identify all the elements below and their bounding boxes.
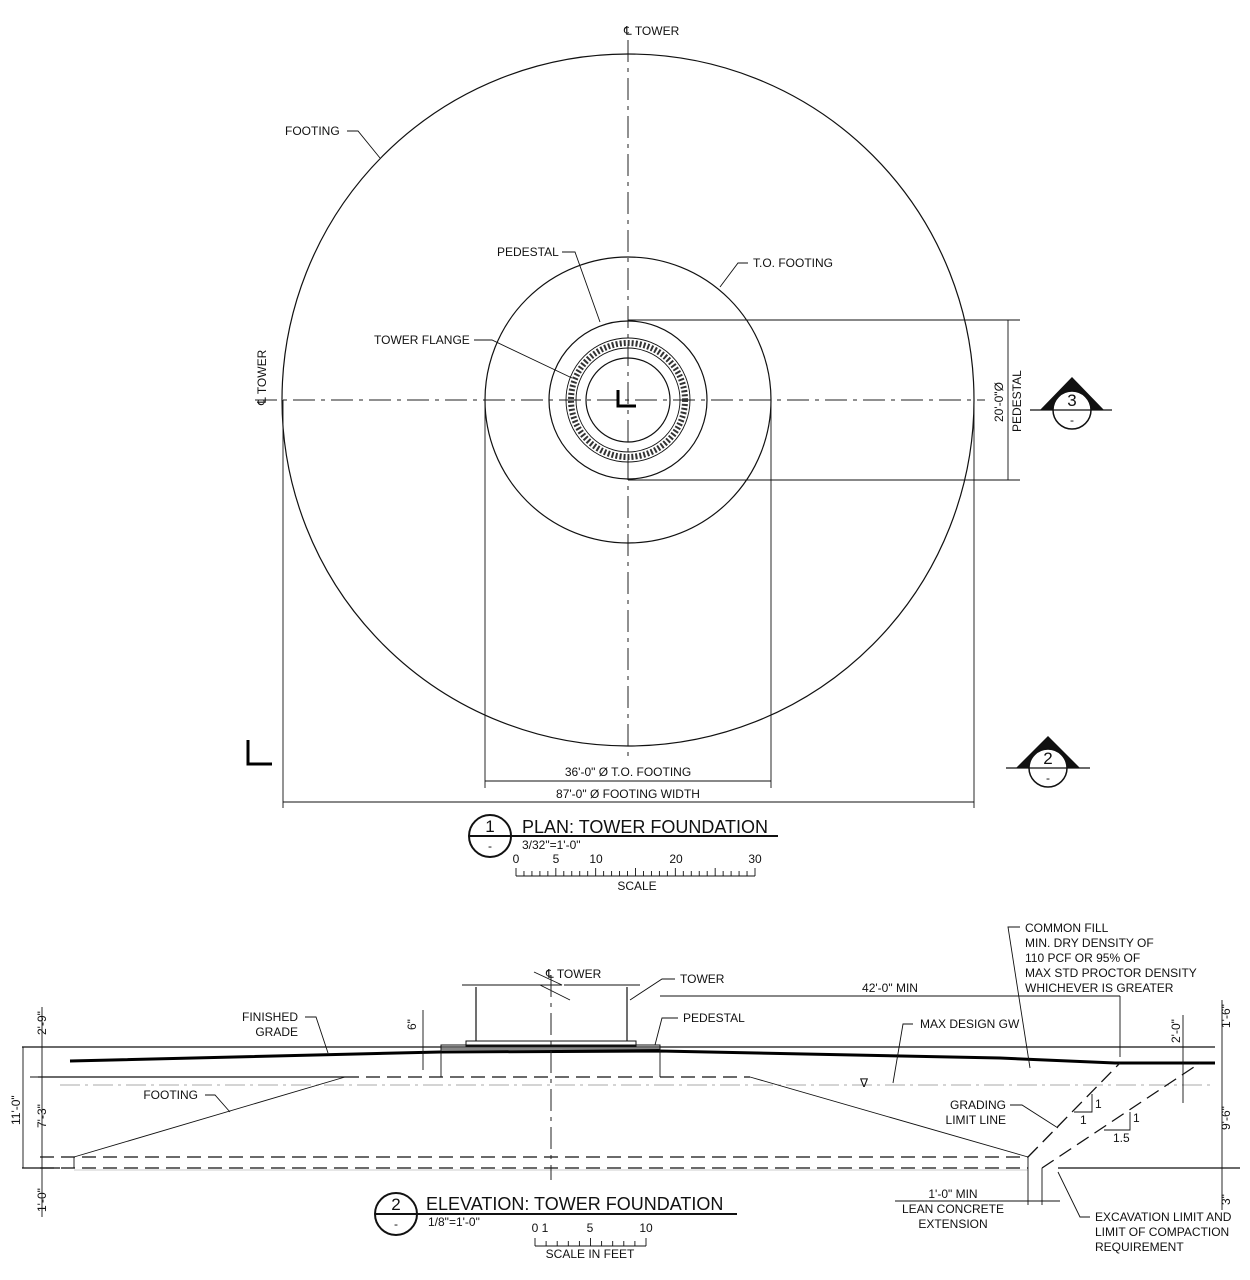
tower-flange-label: TOWER FLANGE	[374, 333, 470, 347]
svg-text:1.5: 1.5	[1113, 1131, 1130, 1145]
to-footing-leader	[719, 262, 748, 288]
svg-text:1: 1	[1080, 1113, 1087, 1127]
pedestal-dim-label: PEDESTAL	[1010, 370, 1024, 432]
svg-text:GRADE: GRADE	[255, 1025, 298, 1039]
svg-text:1: 1	[1095, 1097, 1102, 1111]
svg-text:10: 10	[639, 1221, 653, 1235]
grading-limit-line	[1027, 1062, 1121, 1158]
footing-leader	[347, 130, 381, 159]
tower-label: TOWER	[680, 972, 725, 986]
cl-tower-label: ℄ TOWER	[545, 967, 602, 981]
footing-label: FOOTING	[143, 1088, 198, 1102]
svg-text:2: 2	[1043, 749, 1052, 768]
dim-11-0: 11'-0"	[9, 1095, 23, 1125]
svg-text:3: 3	[1067, 391, 1076, 410]
dim-1-6: 1'-6"	[1219, 1004, 1233, 1028]
dim-9-6: 9'-6"	[1219, 1106, 1233, 1130]
svg-text:5: 5	[553, 852, 560, 866]
svg-text:1: 1	[485, 817, 494, 836]
section-marker-icon	[246, 740, 272, 766]
footing-slope-right	[749, 1076, 1029, 1158]
lean-concrete-label: 1'-0" MIN	[928, 1187, 977, 1201]
plan-view: ℄ TOWER ℄ TOWER FOOTING PEDESTAL T.O. FO…	[246, 24, 1112, 893]
tower-shell	[585, 357, 671, 443]
svg-text:5: 5	[587, 1221, 594, 1235]
footing-slope-left	[73, 1076, 346, 1158]
svg-text:2: 2	[391, 1195, 400, 1214]
dim-7-3: 7'-3"	[35, 1104, 49, 1128]
svg-text:LEAN CONCRETE: LEAN CONCRETE	[902, 1202, 1004, 1216]
svg-text:EXTENSION: EXTENSION	[918, 1217, 987, 1231]
svg-text:1: 1	[1133, 1111, 1140, 1125]
common-fill-note: COMMON FILL MIN. DRY DENSITY OF 110 PCF …	[1025, 921, 1197, 995]
footing-dim: 87'-0" Ø FOOTING WIDTH	[556, 787, 700, 801]
bolt-circle	[568, 340, 688, 460]
svg-text:COMMON FILL: COMMON FILL	[1025, 921, 1109, 935]
cl-tower-top-label: ℄ TOWER	[623, 24, 680, 38]
svg-text:MIN. DRY DENSITY OF: MIN. DRY DENSITY OF	[1025, 936, 1154, 950]
elevation-title-block: 2 - ELEVATION: TOWER FOUNDATION 1/8"=1'-…	[374, 1192, 737, 1261]
max-gw-label: MAX DESIGN GW	[920, 1017, 1020, 1031]
dim-2-0: 2'-0"	[1169, 1019, 1183, 1043]
svg-text:20: 20	[669, 852, 683, 866]
svg-text:REQUIREMENT: REQUIREMENT	[1095, 1240, 1184, 1254]
svg-text:WHICHEVER IS GREATER: WHICHEVER IS GREATER	[1025, 981, 1174, 995]
section-marker-3[interactable]: 3 -	[1030, 377, 1112, 430]
excavation-label: EXCAVATION LIMIT AND	[1095, 1210, 1232, 1224]
svg-text:1: 1	[542, 1221, 549, 1235]
svg-text:SCALE IN FEET: SCALE IN FEET	[546, 1247, 635, 1261]
flange-ring	[565, 337, 691, 463]
flange-ring-inner	[575, 347, 681, 453]
grading-limit-label: GRADING	[950, 1098, 1006, 1112]
svg-text:-: -	[1070, 413, 1074, 427]
finished-grade-line	[69, 1049, 1215, 1065]
pedestal-leader	[562, 251, 601, 323]
svg-text:0: 0	[513, 852, 520, 866]
plan-scale: 3/32"=1'-0"	[522, 838, 581, 852]
plan-title-block: 1 - PLAN: TOWER FOUNDATION 3/32"=1'-0" 0…	[468, 814, 778, 893]
svg-text:10: 10	[589, 852, 603, 866]
excavation-limit-line	[1041, 1062, 1201, 1169]
dim-42: 42'-0" MIN	[862, 981, 918, 995]
svg-text:SCALE: SCALE	[617, 879, 656, 893]
dim-2-9: 2'-9"	[35, 1011, 49, 1035]
to-footing-label: T.O. FOOTING	[753, 256, 833, 270]
svg-text:-: -	[394, 1217, 398, 1231]
svg-text:MAX STD PROCTOR DENSITY: MAX STD PROCTOR DENSITY	[1025, 966, 1197, 980]
svg-text:LIMIT LINE: LIMIT LINE	[946, 1113, 1006, 1127]
pedestal-label: PEDESTAL	[497, 245, 559, 259]
pedestal-dim-value: 20'-0"Ø	[992, 382, 1006, 422]
finished-grade-label: FINISHED	[242, 1010, 298, 1024]
plan-title: PLAN: TOWER FOUNDATION	[522, 817, 768, 837]
svg-text:LIMIT OF COMPACTION: LIMIT OF COMPACTION	[1095, 1225, 1229, 1239]
svg-text:0: 0	[532, 1221, 539, 1235]
pedestal-circle	[548, 320, 708, 480]
north-marker-icon	[616, 390, 636, 408]
elevation-scale: 1/8"=1'-0"	[428, 1215, 480, 1229]
footing-label: FOOTING	[285, 124, 340, 138]
elevation-view: ℄ TOWER TOWER PEDESTAL FINISHED GRADE FO…	[9, 921, 1240, 1261]
to-footing-dim: 36'-0" Ø T.O. FOOTING	[565, 765, 691, 779]
section-marker-2[interactable]: 2 -	[1006, 736, 1090, 788]
pedestal-label: PEDESTAL	[683, 1011, 745, 1025]
svg-text:110 PCF OR 95% OF: 110 PCF OR 95% OF	[1025, 951, 1140, 965]
water-level-icon: ∇	[859, 1076, 869, 1090]
dim-1-0: 1'-0"	[35, 1188, 49, 1212]
tower-flange-leader	[474, 339, 573, 379]
elevation-title: ELEVATION: TOWER FOUNDATION	[426, 1194, 723, 1214]
dim-3: 3"	[1219, 1194, 1233, 1205]
cl-tower-left-label: ℄ TOWER	[255, 349, 269, 406]
svg-text:-: -	[488, 839, 492, 853]
svg-text:-: -	[1046, 771, 1050, 785]
svg-text:30: 30	[748, 852, 762, 866]
dim-6: 6"	[405, 1019, 419, 1030]
